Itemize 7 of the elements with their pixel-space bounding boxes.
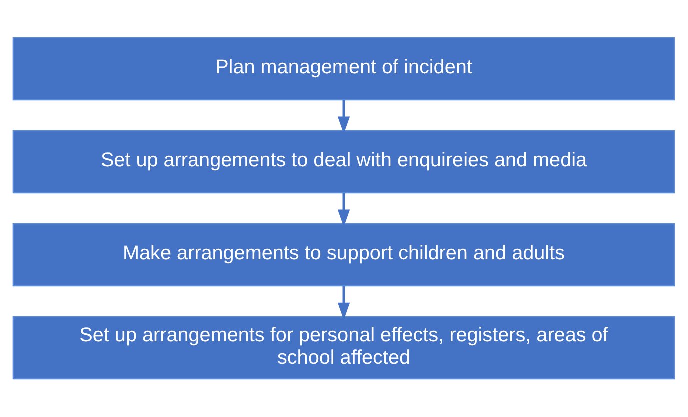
node-box: Make arrangements to support children and adults	[12, 223, 676, 287]
node-box: Plan management of incident	[12, 37, 676, 101]
node-box: Set up arrangements for personal effects, registers, areas of school affected	[12, 316, 676, 380]
node-box: Set up arrangements to deal with enquireies and media	[12, 130, 676, 194]
arrow	[338, 100, 350, 134]
arrow	[338, 193, 350, 228]
arrow	[338, 286, 350, 320]
